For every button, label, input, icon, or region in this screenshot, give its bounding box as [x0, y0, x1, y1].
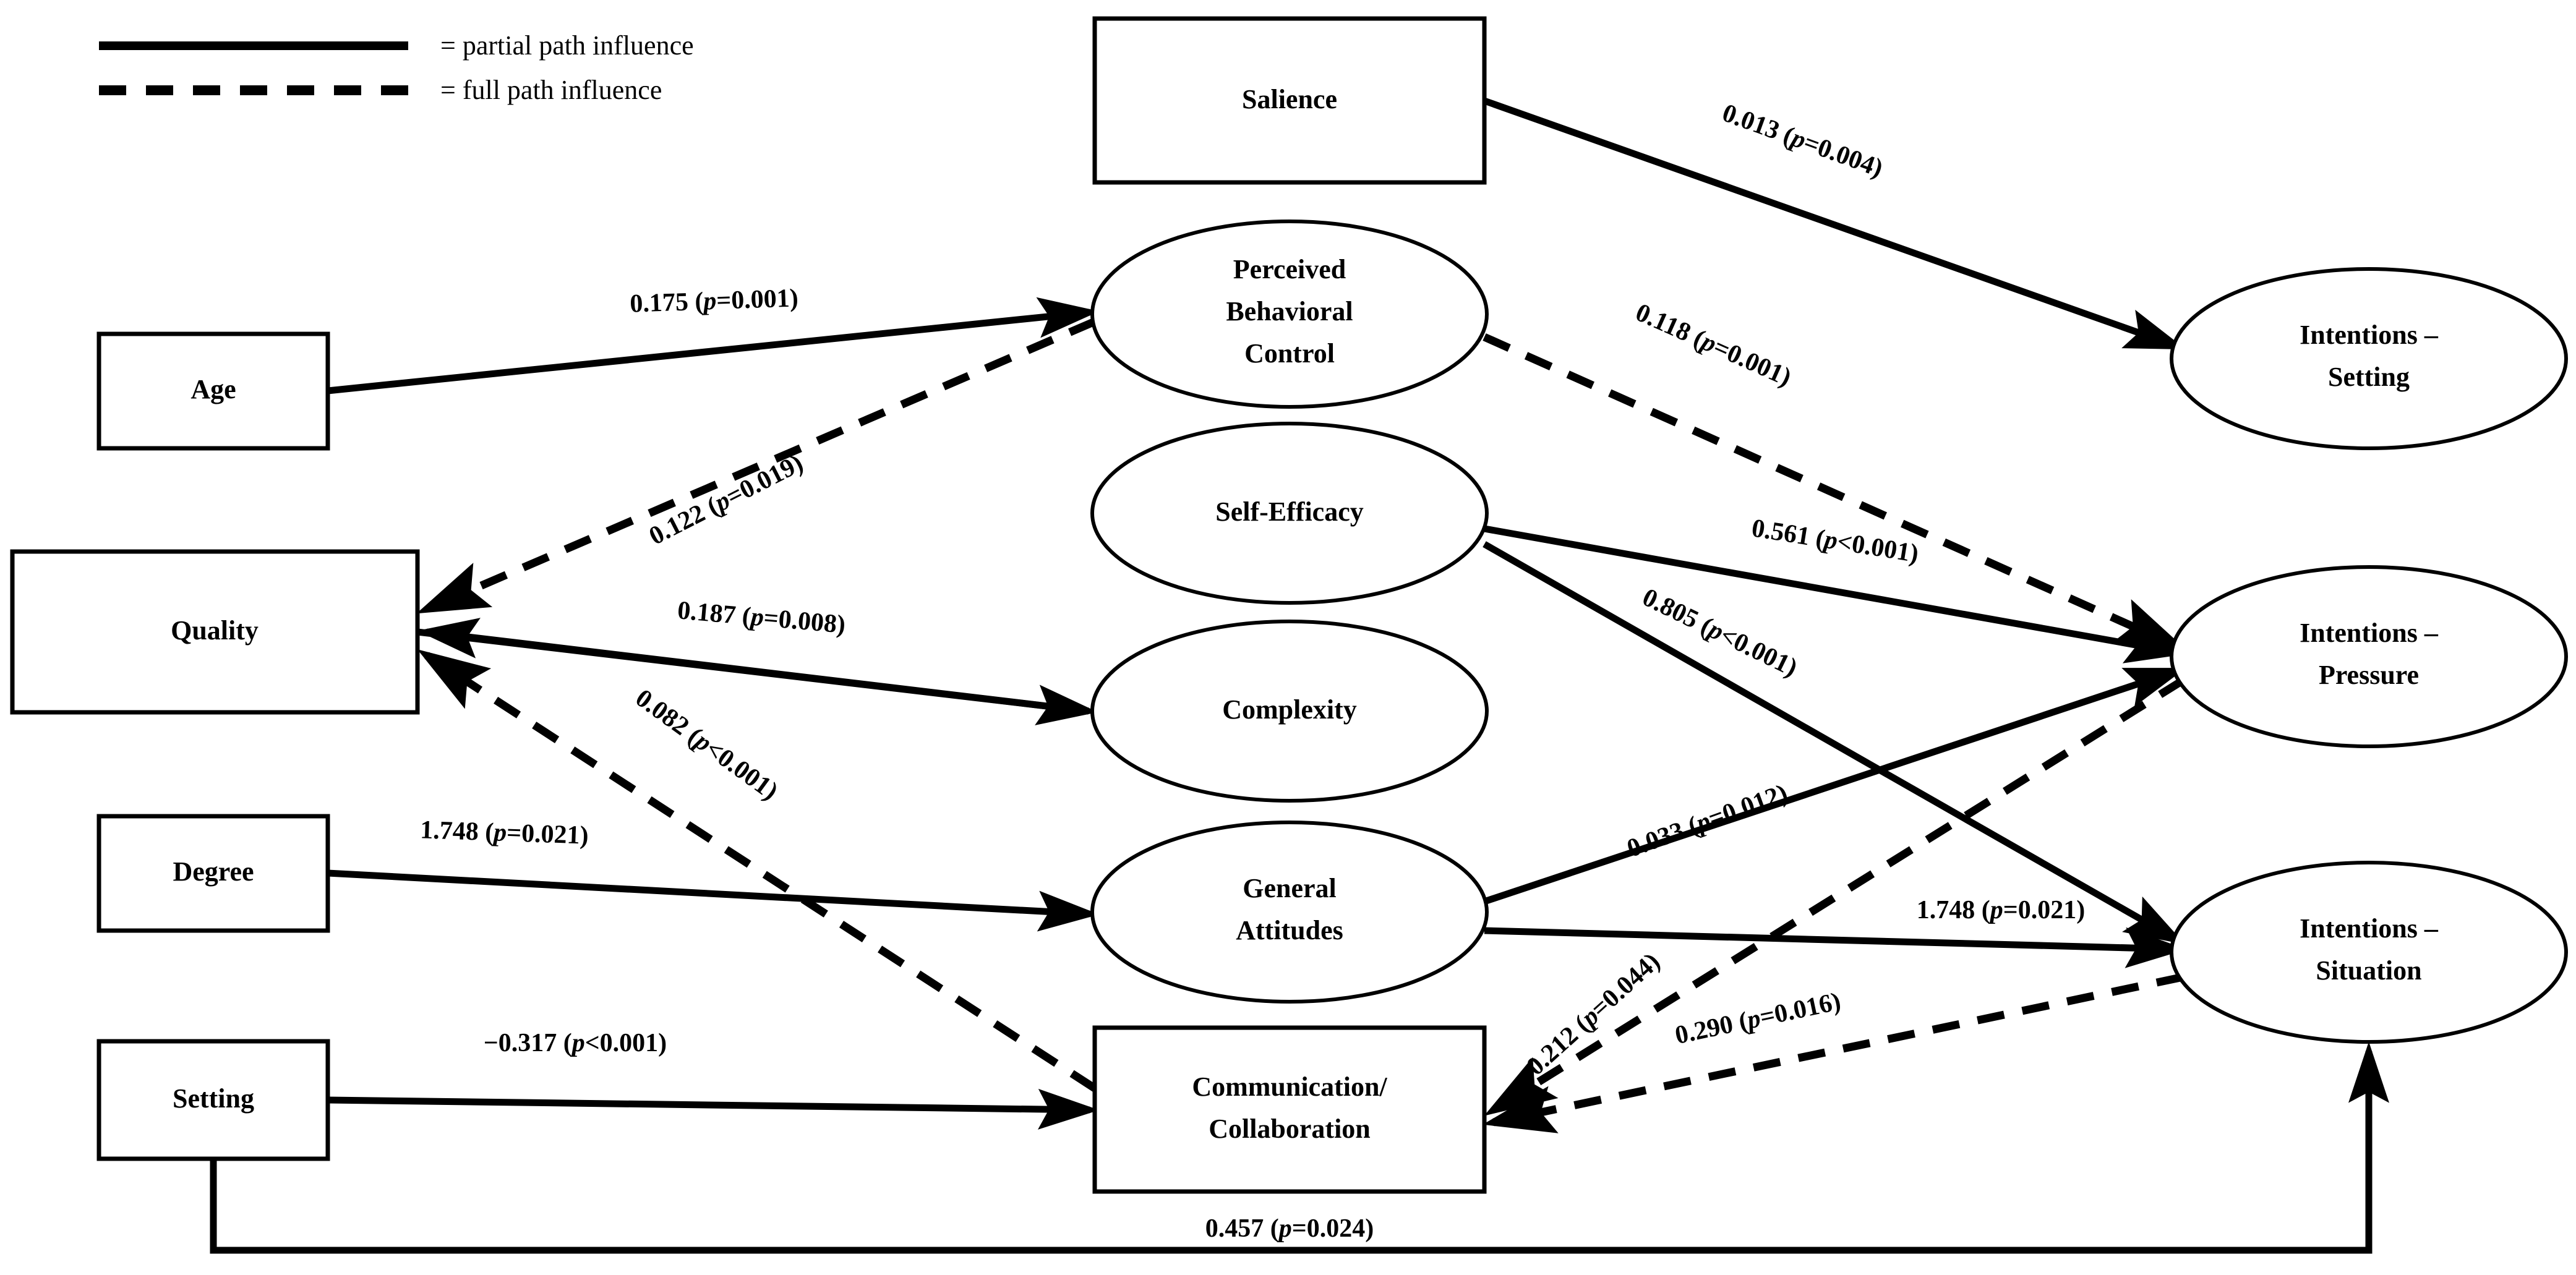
node-complexity-label: Complexity [1222, 694, 1357, 725]
node-perceived-behavioral-control-shape[interactable] [1090, 220, 1489, 409]
edge-complexity-to-quality [417, 618, 1089, 715]
edge-self-efficacy-to-intentions-situation [1483, 541, 2186, 945]
node-general-attitudes[interactable]: General Attitudes [1090, 821, 1489, 1004]
node-perceived-behavioral-control-label-l1: Perceived [1233, 254, 1346, 284]
node-setting-label: Setting [173, 1083, 254, 1114]
edge-label-e2: 0.175 (p=0.001) [630, 284, 799, 318]
node-quality[interactable]: Quality [10, 549, 420, 715]
edge-label-e5: 0.187 (p=0.008) [676, 596, 846, 639]
node-salience-label: Salience [1242, 84, 1337, 114]
node-quality-shape[interactable] [10, 549, 420, 715]
node-communication-collaboration-shape[interactable] [1092, 1025, 1487, 1194]
node-intentions-situation[interactable]: Intentions – Situation [2170, 861, 2568, 1044]
edge-general-attitudes-to-intentions-situation [1484, 927, 2187, 968]
edge-label-e6: 0.082 (p<0.001) [630, 684, 783, 806]
node-degree[interactable]: Degree [96, 814, 330, 933]
node-communication-collaboration-label-l1: Communication/ [1192, 1072, 1387, 1102]
node-general-attitudes-shape[interactable] [1090, 821, 1489, 1004]
node-intentions-pressure[interactable]: Intentions – Pressure [2170, 565, 2568, 748]
edge-perceived-behavioral-control-to-quality [416, 318, 1097, 614]
node-self-efficacy-label: Self-Efficacy [1215, 497, 1363, 527]
node-complexity-shape[interactable] [1090, 620, 1489, 803]
edge-label-e15: 0.457 (p=0.024) [1205, 1214, 1374, 1243]
node-intentions-pressure-label-l2: Pressure [2319, 660, 2419, 690]
nodes-layer: Salience Age Quality Degree Setting Perc… [10, 16, 2568, 1194]
edge-perceived-behavioral-control-to-intentions-pressure [1483, 333, 2188, 651]
edge-label-e10: 0.033 (p=0.012) [1624, 779, 1792, 863]
node-intentions-situation-label-l2: Situation [2316, 955, 2421, 986]
node-salience[interactable]: Salience [1092, 16, 1487, 185]
edge-label-e14: −0.317 (p<0.001) [484, 1029, 667, 1057]
node-degree-label: Degree [173, 856, 254, 887]
node-degree-shape[interactable] [96, 814, 330, 933]
node-general-attitudes-label-l1: General [1243, 873, 1337, 903]
node-complexity[interactable]: Complexity [1090, 620, 1489, 803]
edge-age-to-perceived-behavioral-control [327, 297, 1100, 394]
node-self-efficacy[interactable]: Self-Efficacy [1090, 422, 1489, 605]
edge-label-e11: 1.748 (p=0.021) [1917, 896, 2085, 924]
node-intentions-setting-shape[interactable] [2170, 267, 2568, 450]
edge-label-e8: 0.561 (p<0.001) [1750, 514, 1920, 568]
legend-label-full: = full path influence [440, 75, 662, 105]
node-intentions-situation-shape[interactable] [2170, 861, 2568, 1044]
edge-communication-collaboration-to-quality [417, 649, 1097, 1092]
node-communication-collaboration-label-l2: Collaboration [1209, 1114, 1371, 1144]
legend-label-partial: = partial path influence [440, 30, 694, 61]
legend: = partial path influence = full path inf… [99, 30, 694, 105]
edge-setting-to-communication-collaboration [327, 1088, 1100, 1130]
edge-label-e1: 0.013 (p=0.004) [1719, 99, 1887, 183]
node-age-label: Age [190, 374, 236, 404]
node-general-attitudes-label-l2: Attitudes [1236, 915, 1343, 945]
edge-label-e13: 0.290 (p=0.016) [1672, 987, 1843, 1050]
node-intentions-setting-label-l2: Setting [2328, 362, 2410, 392]
node-intentions-situation-label-l1: Intentions – [2300, 913, 2439, 944]
node-perceived-behavioral-control-label-l3: Control [1244, 338, 1335, 369]
edge-label-e7: 1.748 (p=0.021) [420, 816, 589, 850]
node-intentions-pressure-shape[interactable] [2170, 565, 2568, 748]
node-quality-label: Quality [171, 615, 259, 646]
edge-degree-to-general-attitudes [327, 869, 1100, 932]
node-communication-collaboration[interactable]: Communication/ Collaboration [1092, 1025, 1487, 1194]
edge-self-efficacy-to-intentions-pressure [1484, 525, 2187, 663]
edge-label-e9: 0.805 (p<0.001) [1638, 583, 1802, 683]
edge-salience-to-intentions-setting [1483, 97, 2186, 350]
node-perceived-behavioral-control[interactable]: Perceived Behavioral Control [1090, 220, 1489, 409]
edge-setting-to-intentions-situation [210, 1041, 2389, 1254]
node-self-efficacy-shape[interactable] [1090, 422, 1489, 605]
node-setting[interactable]: Setting [96, 1039, 330, 1161]
edge-label-e12: 0.212 (p=0.044) [1521, 947, 1666, 1081]
edges-layer [210, 97, 2389, 1254]
edge-label-e3: 0.118 (p=0.001) [1632, 298, 1795, 392]
node-intentions-pressure-label-l1: Intentions – [2300, 618, 2439, 648]
edge-label-e4: 0.122 (p=0.019) [644, 449, 808, 551]
node-intentions-setting-label-l1: Intentions – [2300, 320, 2439, 350]
node-age-shape[interactable] [96, 331, 330, 451]
edge-general-attitudes-to-intentions-pressure [1483, 667, 2186, 905]
node-setting-shape[interactable] [96, 1039, 330, 1161]
edge-intentions-situation-to-communication-collaboration [1483, 973, 2184, 1133]
node-perceived-behavioral-control-label-l2: Behavioral [1226, 296, 1353, 326]
node-intentions-setting[interactable]: Intentions – Setting [2170, 267, 2568, 450]
node-salience-shape[interactable] [1092, 16, 1487, 185]
node-age[interactable]: Age [96, 331, 330, 451]
